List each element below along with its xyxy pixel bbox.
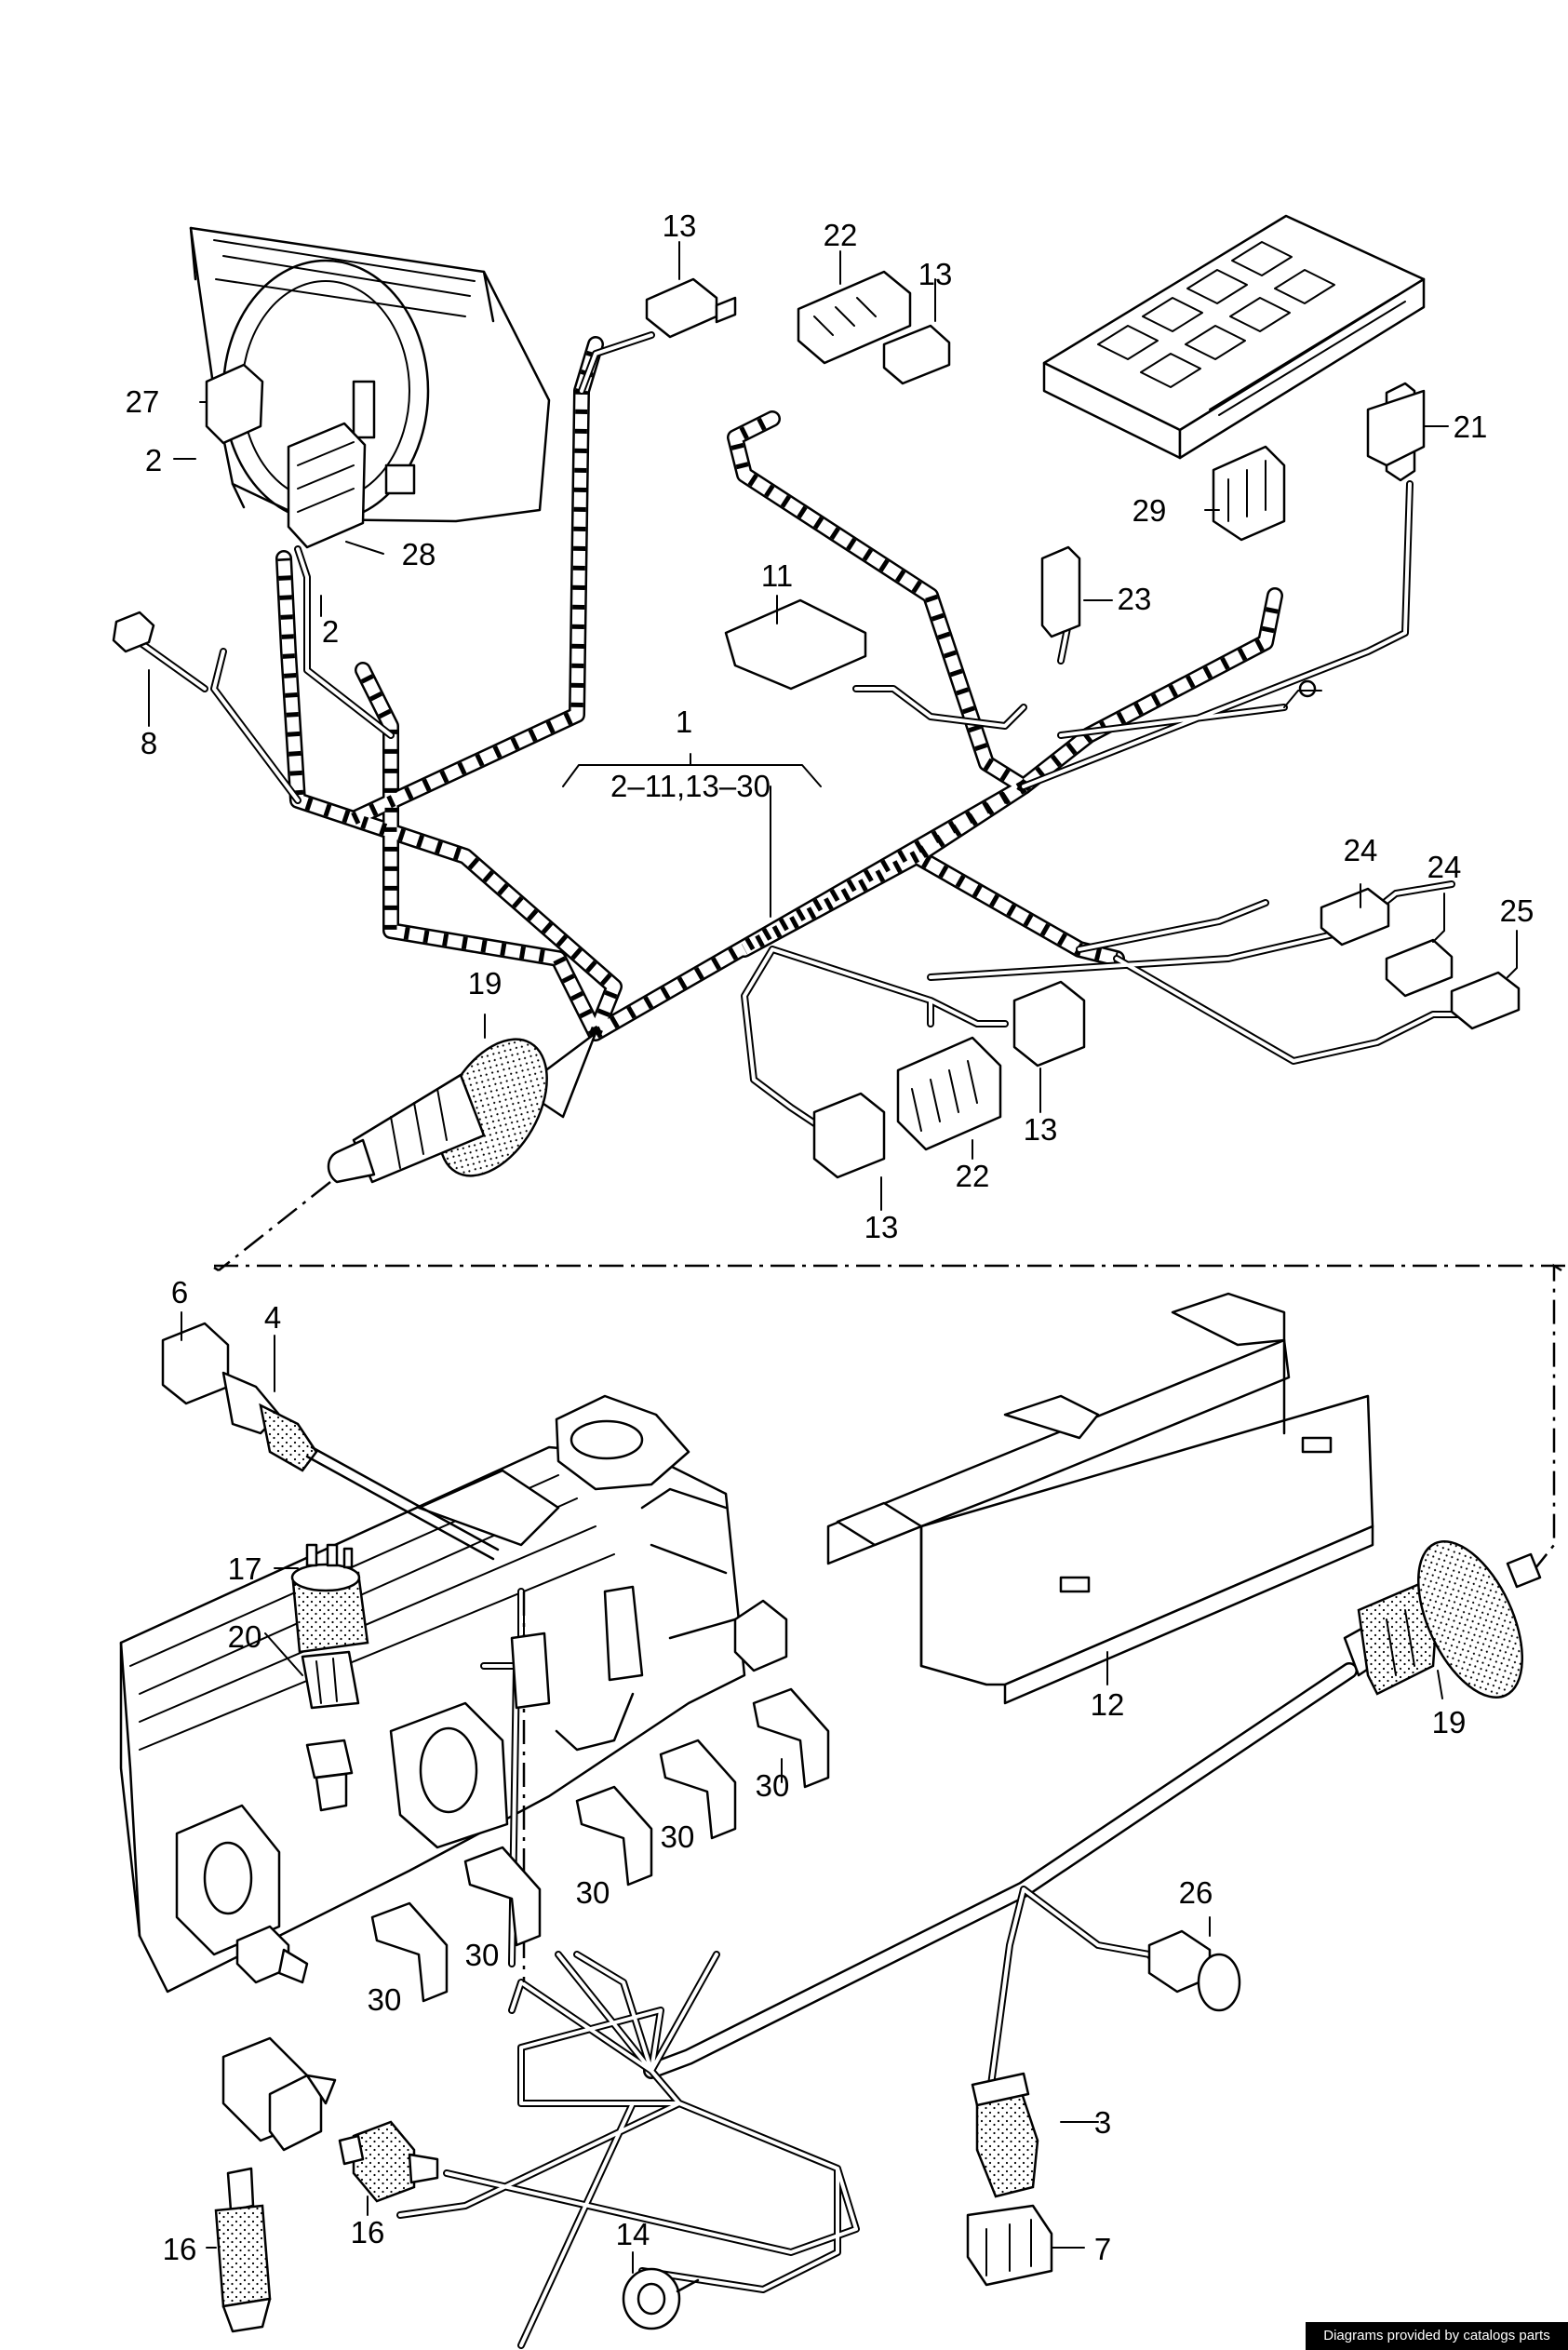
part-labels: 1 2–11,13–30 2 2 3 4 6 7 8 11 12 13 13 1… [126,208,1534,2266]
spark-plug-boots-30 [370,1687,830,2003]
label-16-b: 16 [163,2232,197,2266]
injector-16-upper [338,2120,439,2203]
part-1-bracket [562,753,822,918]
label-6: 6 [171,1275,188,1309]
leader-lines-lower [181,1311,1443,2274]
ground-eyelet-14 [622,2267,700,2330]
label-1: 1 [676,705,692,739]
label-30-c: 30 [576,1875,610,1910]
route-dash-line [213,1181,1568,1569]
label-29: 29 [1132,493,1167,528]
label-13-c: 13 [1024,1112,1058,1147]
label-1-range: 2–11,13–30 [610,769,771,803]
grommet-19-upper [327,1031,597,1184]
label-30-e: 30 [368,1982,402,2017]
grommet-19-lower [1343,1539,1542,1699]
fuse-relay-panel [1042,214,1426,460]
label-24-b: 24 [1427,850,1462,884]
label-3: 3 [1094,2105,1111,2140]
label-22-b: 22 [956,1159,990,1193]
connector-7 [966,2204,1053,2287]
label-24-a: 24 [1344,833,1378,867]
label-8: 8 [141,726,157,760]
catalog-credit-footer: Diagrams provided by catalogs parts [1306,2322,1568,2350]
label-16-a: 16 [351,2215,385,2249]
label-26: 26 [1179,1875,1213,1910]
sender-4 [161,1322,500,1561]
tray-12 [826,1292,1374,1705]
engine-block [119,1394,746,1994]
sensor-3 [971,2072,1039,2198]
wires-upper [136,331,1474,1130]
label-30-a: 30 [756,1768,790,1803]
label-14: 14 [616,2217,650,2251]
label-2-b: 2 [322,614,339,649]
label-11: 11 [761,558,793,593]
label-19-a: 19 [468,966,503,1000]
main-harness-upper [275,336,1283,1041]
label-21: 21 [1454,410,1488,444]
distributor-plugs [510,1585,788,1710]
label-12: 12 [1091,1687,1125,1722]
label-13-b: 13 [918,257,953,291]
pressure-switch-lower-left [221,1925,337,2152]
leader-lines-upper [148,241,1518,1211]
label-13-a: 13 [663,208,697,243]
label-30-b: 30 [661,1820,695,1854]
label-23: 23 [1118,582,1152,616]
label-17: 17 [228,1551,262,1586]
label-2-a: 2 [145,443,162,477]
sensor-26 [1147,1929,1241,2012]
label-4: 4 [264,1300,281,1335]
injector-16-lower [214,2167,272,2333]
label-27: 27 [126,384,160,419]
label-25: 25 [1500,893,1534,928]
label-28: 28 [402,537,436,571]
connectors-upper [112,270,1521,1179]
switch-20 [301,1650,360,1812]
sender-17 [290,1543,369,1654]
label-7: 7 [1094,2232,1111,2266]
label-19-b: 19 [1432,1705,1467,1739]
label-30-d: 30 [465,1938,500,1972]
label-13-d: 13 [864,1210,899,1244]
label-20: 20 [228,1619,262,1654]
label-22-a: 22 [824,218,858,252]
